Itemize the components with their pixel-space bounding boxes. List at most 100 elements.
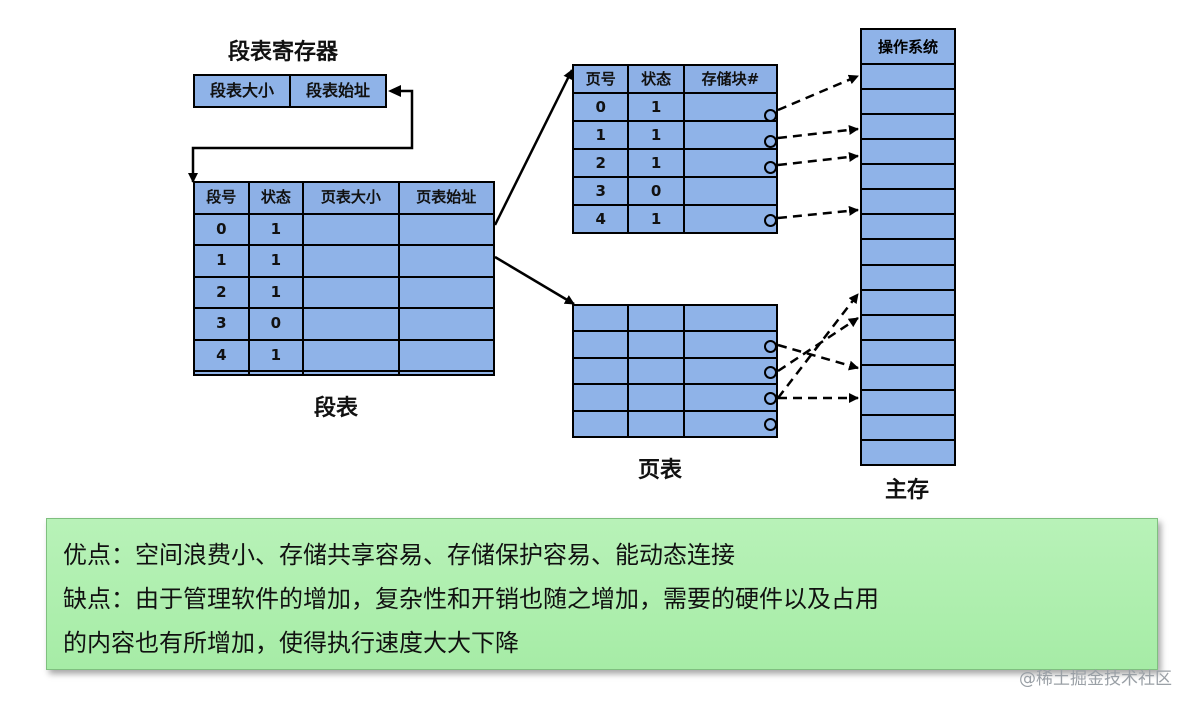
page-table-size-cell — [302, 275, 400, 310]
memory-frame — [862, 415, 954, 441]
register-to-segment-table-arrow — [188, 89, 414, 183]
page-status-cell — [627, 303, 685, 333]
page-number-cell: 0 — [571, 92, 630, 122]
frame-number-cell — [682, 176, 779, 206]
main-memory-caption: 主存 — [885, 478, 930, 503]
memory-os-block: 操作系统 — [862, 30, 954, 65]
page-status-cell — [627, 409, 685, 439]
segment-status-cell: 1 — [247, 338, 305, 373]
page-table-base-cell — [397, 244, 496, 278]
page-table-base-cell — [397, 212, 496, 247]
frame-pointer-dot — [764, 135, 777, 148]
memory-frame — [862, 165, 954, 191]
segment-table-header: 页表大小 — [302, 181, 400, 215]
page-table-2 — [571, 303, 779, 439]
segment1-to-pagetable2-arrow — [494, 255, 575, 306]
page-status-cell — [627, 383, 685, 412]
segment-status-cell: 1 — [247, 275, 305, 310]
page-table-size-cell — [302, 244, 400, 278]
memory-frame — [862, 240, 954, 266]
table-row — [193, 370, 496, 376]
memory-frame — [862, 290, 954, 316]
frame-pointer-dot — [764, 214, 777, 227]
frame-pointer-dot — [764, 109, 777, 122]
frame-number-cell — [682, 92, 779, 122]
disadvantages-text-line-1: 缺点：由于管理软件的增加，复杂性和开销也随之增加，需要的硬件以及占用 — [63, 585, 879, 613]
page-status-cell: 1 — [627, 148, 685, 178]
page-table-size-cell — [302, 338, 400, 373]
frame-number-cell — [682, 409, 779, 439]
page-table-header: 页号 — [571, 64, 630, 94]
page-number-cell: 4 — [571, 204, 630, 234]
page-table-size-cell — [302, 212, 400, 247]
main-memory: 操作系统 — [860, 28, 956, 466]
memory-frame — [862, 340, 954, 366]
disadvantages-text-line-2: 的内容也有所增加，使得执行速度大大下降 — [63, 629, 519, 657]
page-number-cell — [571, 383, 630, 412]
summary-box: 优点：空间浪费小、存储共享容易、存储保护容易、能动态连接 缺点：由于管理软件的增… — [46, 518, 1158, 670]
page-table-caption: 页表 — [638, 458, 683, 483]
segment-number-cell: 1 — [193, 244, 250, 278]
frame-number-cell — [682, 204, 779, 234]
frame-number-cell — [682, 356, 779, 386]
page-number-cell — [571, 356, 630, 386]
frame-pointer-dot — [764, 161, 777, 174]
table-row — [571, 356, 779, 386]
page-number-cell — [571, 409, 630, 439]
frame-number-cell — [682, 303, 779, 333]
memory-frames — [862, 65, 954, 464]
segment-number-cell: 2 — [193, 275, 250, 310]
page-status-cell: 0 — [627, 176, 685, 206]
segment-status-cell: 1 — [247, 212, 305, 247]
frame-pointer-dot — [764, 366, 777, 379]
register-arrowhead — [388, 85, 401, 97]
segment-status-cell — [247, 370, 305, 376]
memory-frame — [862, 90, 954, 116]
pt1-row1-frame-arrow — [777, 125, 859, 140]
segment-number-cell — [193, 370, 250, 376]
connector-layer — [188, 69, 859, 403]
page-table-size-cell — [302, 370, 400, 376]
segment0-to-pagetable1-arrow — [493, 69, 574, 226]
segment-number-cell: 3 — [193, 307, 250, 341]
page-table-size-cell — [302, 307, 400, 341]
frame-pointer-dot — [764, 418, 777, 431]
segment-register: 段表大小 段表始址 — [193, 74, 387, 108]
memory-frame — [862, 190, 954, 216]
memory-frame — [862, 115, 954, 141]
page-table-base-cell — [397, 275, 496, 310]
segment-status-cell: 0 — [247, 307, 305, 341]
pt1-row0-frame-arrow — [777, 74, 859, 112]
page-status-cell: 1 — [627, 120, 685, 150]
segment-table-header: 状态 — [247, 181, 305, 215]
frame-number-cell — [682, 330, 779, 359]
segment-status-cell: 1 — [247, 244, 305, 278]
advantages-text: 优点：空间浪费小、存储共享容易、存储保护容易、能动态连接 — [63, 541, 735, 569]
memory-frame — [862, 65, 954, 91]
segment-register-title: 段表寄存器 — [228, 40, 339, 65]
table-row — [571, 409, 779, 439]
memory-frame — [862, 265, 954, 291]
page-status-cell — [627, 330, 685, 359]
watermark: @稀土掘金技术社区 — [1019, 669, 1172, 689]
segment-table-header: 段号 — [193, 181, 250, 215]
segment-number-cell: 4 — [193, 338, 250, 373]
frame-pointer-dot — [764, 392, 777, 405]
page-number-cell: 2 — [571, 148, 630, 178]
frame-pointer-dot — [764, 340, 777, 353]
page-table-base-cell — [397, 338, 496, 373]
page-number-cell: 1 — [571, 120, 630, 150]
page-status-cell: 1 — [627, 204, 685, 234]
page-status-cell: 1 — [627, 92, 685, 122]
